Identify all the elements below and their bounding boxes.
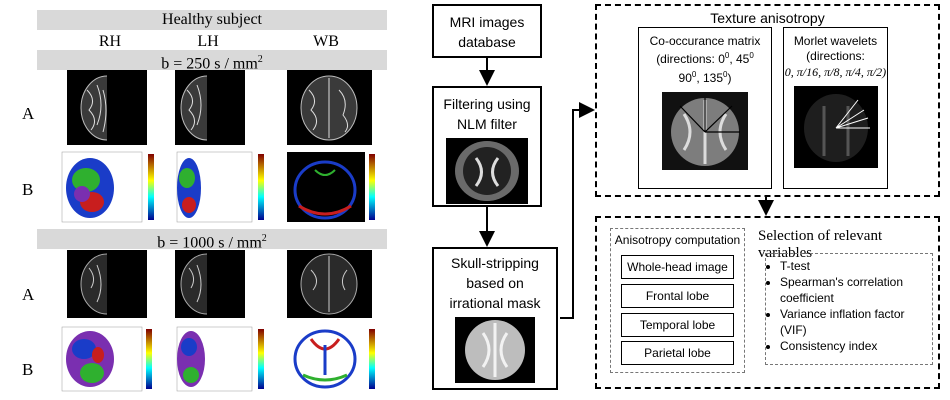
morlet-image: [793, 86, 878, 168]
directions-text: (directions: 0: [656, 52, 725, 66]
degree-symbol: 0: [749, 51, 754, 60]
directions-text: , 45: [729, 52, 750, 66]
section-header-b1000: b = 1000 s / mm2: [37, 229, 387, 252]
method-item: Variance inflation factor (VIF): [780, 306, 932, 338]
directions-text: ): [727, 71, 732, 85]
brain-image-lh-a1: [175, 70, 245, 145]
b-value-exponent: 2: [261, 233, 267, 244]
degree-symbol: 0: [691, 70, 697, 79]
morlet-title: Morlet wavelets: [793, 34, 878, 48]
nlm-filter-box: Filtering using NLM filter: [432, 86, 542, 207]
row-label-b: B: [22, 180, 34, 199]
region-temporal-lobe: Temporal lobe: [621, 313, 734, 337]
row-label-a: A: [22, 285, 35, 304]
method-item: Spearman's correlation coefficient: [780, 274, 932, 306]
directions-text: , 135: [696, 71, 724, 85]
color-map-lh-b2: [175, 325, 270, 393]
cooccurrence-box: Co-occurance matrix (directions: 00, 450…: [638, 27, 772, 189]
subject-header: Healthy subject: [37, 10, 387, 30]
texture-anisotropy-title: Texture anisotropy: [710, 10, 825, 26]
column-label-wb: WB: [313, 33, 339, 50]
morlet-formula: 0, π/16, π/8, π/4, π/2): [784, 65, 887, 79]
region-frontal-lobe: Frontal lobe: [621, 284, 734, 308]
skull-stripping-box: Skull-stripping based on irrational mask: [432, 247, 558, 390]
nlm-filter-label: Filtering using NLM filter: [443, 96, 531, 132]
section-header-b250: b = 250 s / mm2: [37, 50, 387, 73]
mri-database-box: MRI images database: [432, 4, 542, 58]
color-map-lh-b1: [175, 150, 270, 225]
texture-anisotropy-panel: Texture anisotropy: [595, 4, 940, 197]
method-item: T-test: [780, 258, 932, 274]
column-label-rh: RH: [98, 33, 122, 50]
cooccurrence-title: Co-occurance matrix: [649, 34, 761, 48]
analysis-panel: [595, 216, 940, 389]
cooccurrence-image: [662, 92, 748, 170]
brain-image-lh-a2: [175, 250, 245, 318]
color-map-wb-b2: [285, 325, 385, 393]
brain-image-rh-a2: [67, 250, 147, 318]
skull-stripping-label: Skull-stripping based on irrational mask: [449, 255, 541, 311]
anisotropy-computation-title: Anisotropy computation: [614, 233, 741, 247]
cooccurrence-directions: (directions: 00, 450 900, 1350): [639, 48, 771, 86]
column-label-lh: LH: [197, 33, 219, 50]
anisotropy-computation-box: Anisotropy computation Whole-head image …: [610, 228, 745, 373]
filtered-mri-image: [446, 138, 528, 204]
color-map-rh-b1: [60, 150, 160, 225]
method-item: Consistency index: [780, 338, 932, 354]
directions-text: 90: [678, 71, 692, 85]
region-parietal-lobe: Parietal lobe: [621, 341, 734, 365]
brain-image-wb-a1: [287, 70, 372, 145]
region-whole-head: Whole-head image: [621, 255, 734, 279]
color-map-wb-b1: [285, 150, 385, 225]
skull-stripped-image: [455, 317, 535, 383]
selection-methods-list: T-test Spearman's correlation coefficien…: [766, 258, 932, 354]
degree-symbol: 0: [724, 51, 730, 60]
row-label-a: A: [22, 104, 35, 123]
b-value-label: b = 250 s / mm: [161, 55, 258, 73]
degree-symbol: 0: [723, 70, 728, 79]
brain-image-wb-a2: [287, 250, 372, 318]
b-value-label: b = 1000 s / mm: [157, 234, 262, 252]
morlet-box: Morlet wavelets (directions: 0, π/16, π/…: [783, 27, 888, 189]
row-label-b: B: [22, 360, 34, 379]
brain-image-rh-a1: [67, 70, 147, 145]
color-map-rh-b2: [60, 325, 160, 393]
b-value-exponent: 2: [257, 54, 263, 65]
selection-methods-box: T-test Spearman's correlation coefficien…: [765, 253, 933, 365]
morlet-directions: (directions:: [806, 49, 865, 63]
